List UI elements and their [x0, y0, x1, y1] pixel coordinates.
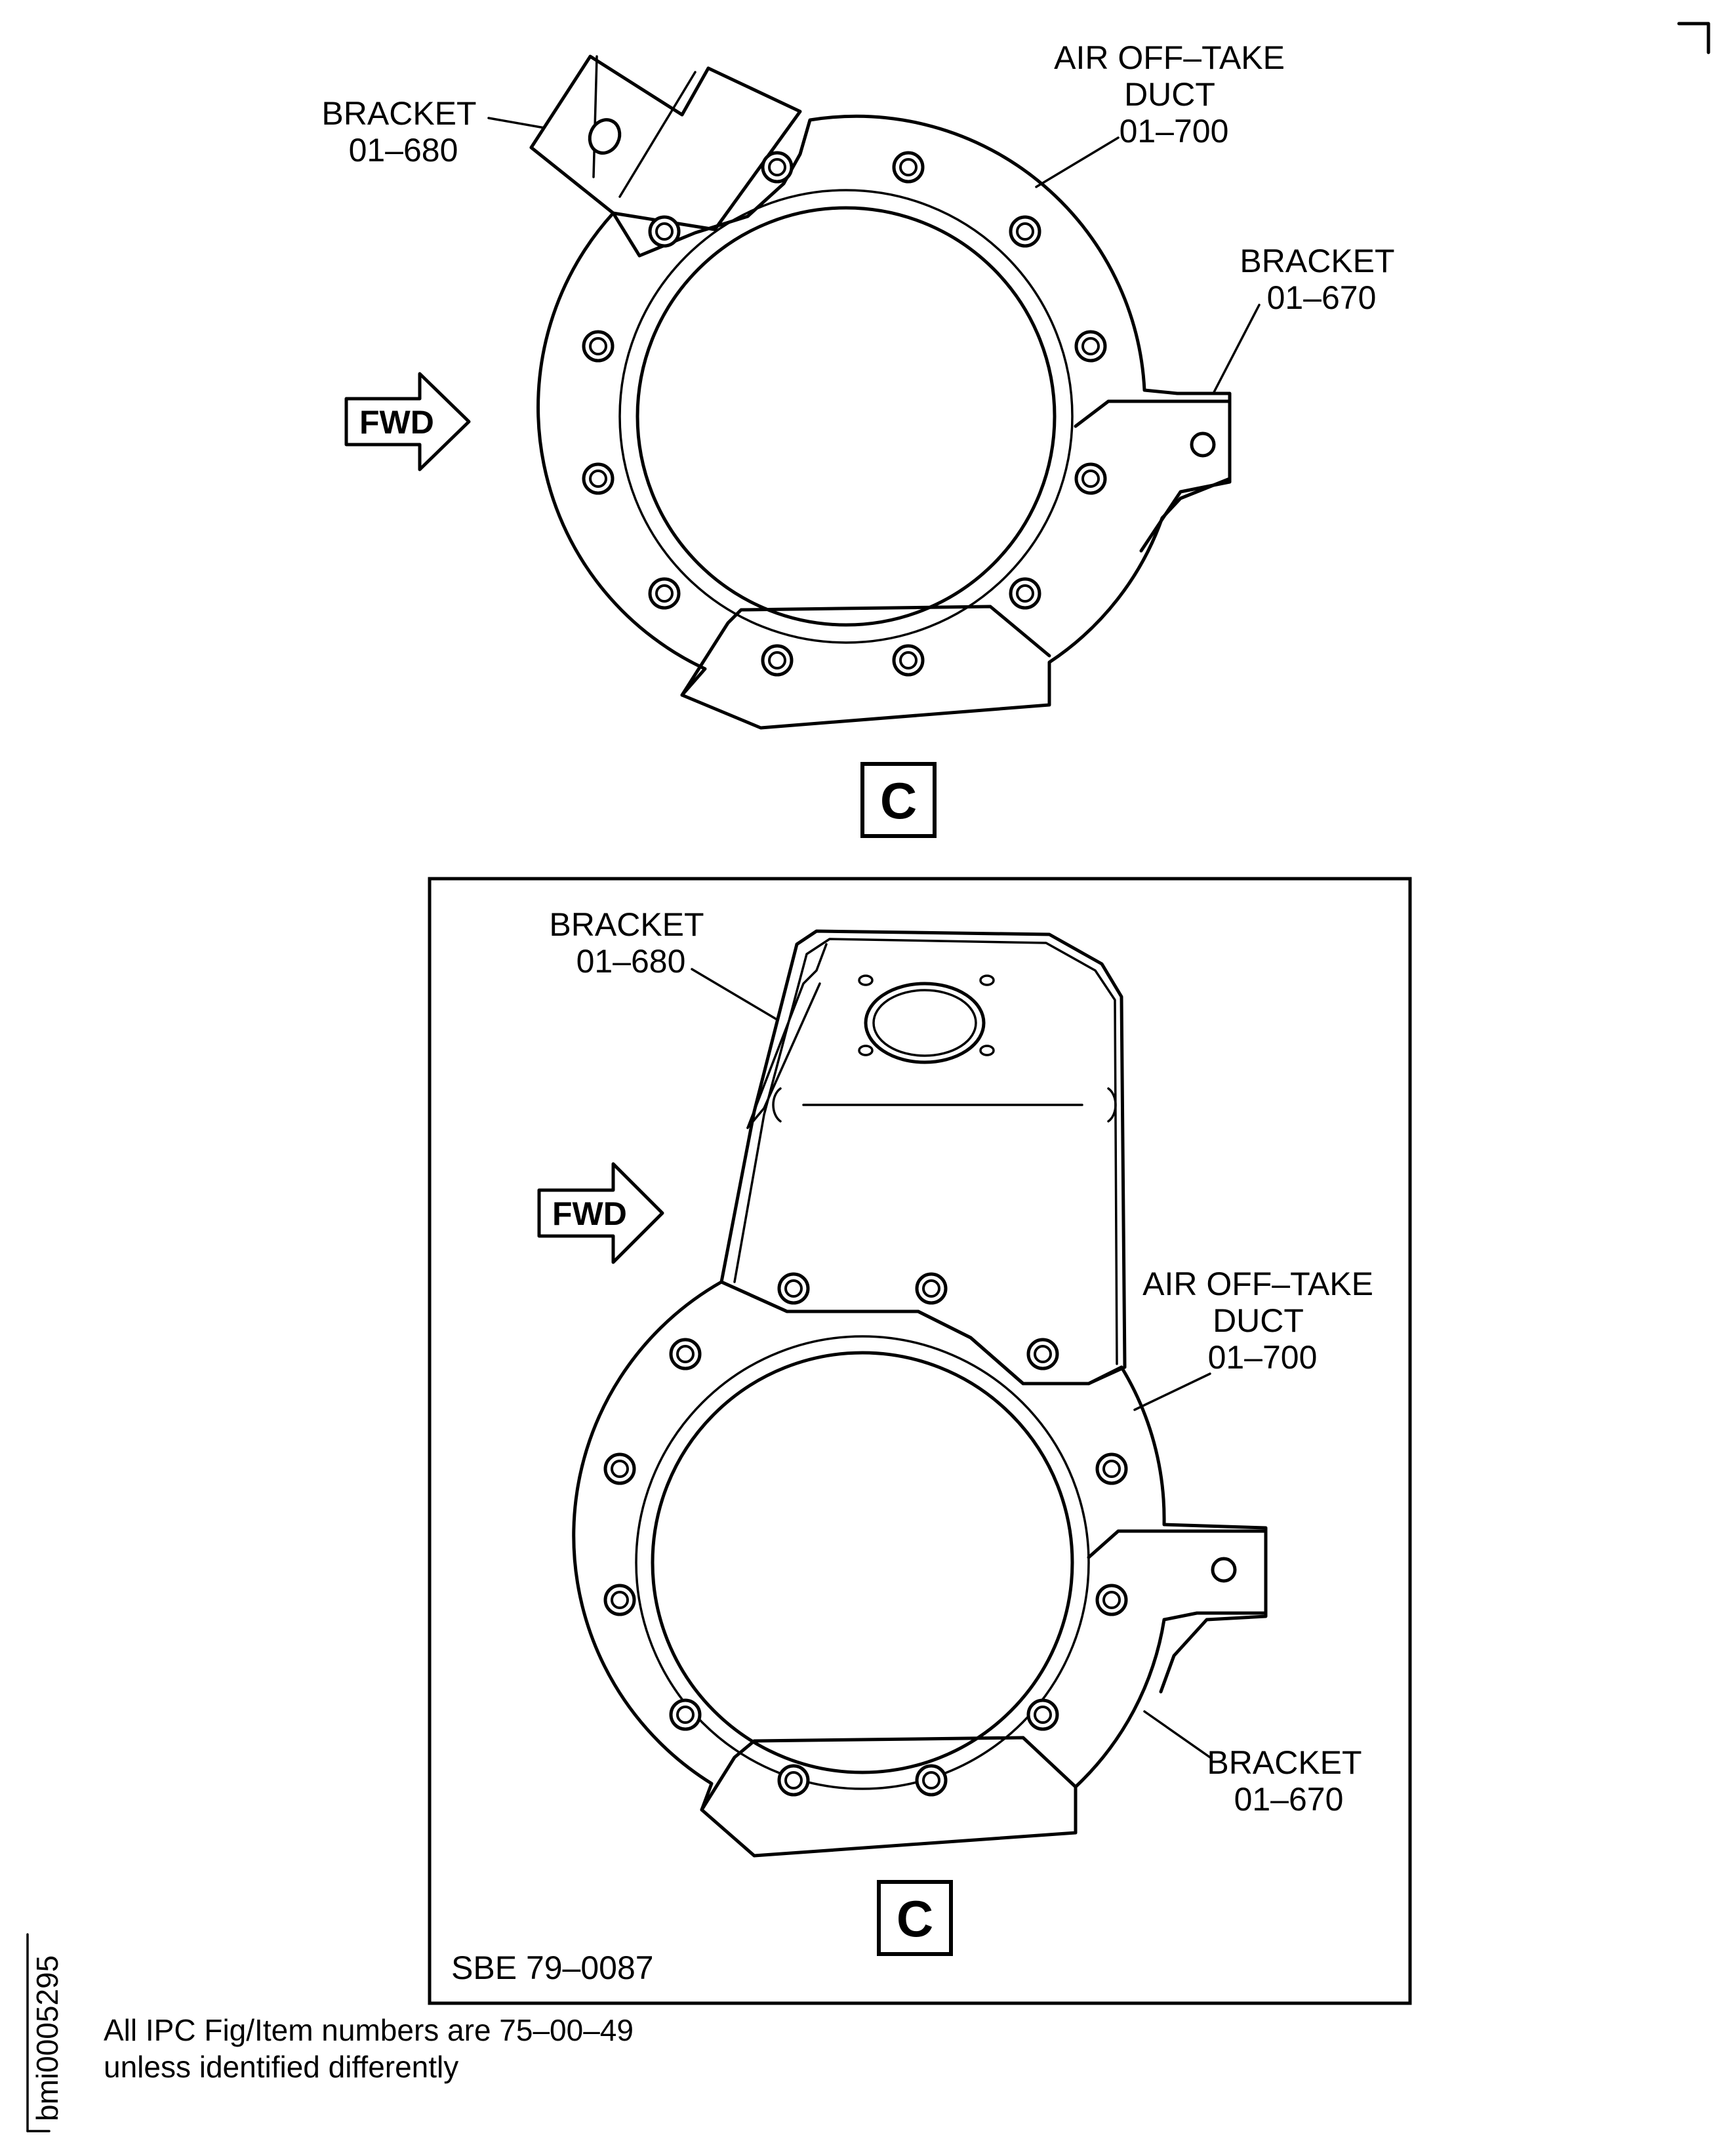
top-view: BRACKET 01–680 AIR OFF–TAKE DUCT 01–700 …	[321, 39, 1403, 838]
svg-text:C: C	[880, 772, 917, 829]
bottom-sbe-note: SBE 79–0087	[451, 1949, 654, 1986]
top-view-letter: C	[860, 762, 937, 838]
top-fwd-label: FWD	[359, 404, 434, 441]
bottom-bolt-holes	[603, 1272, 1128, 1797]
corner-mark	[1677, 22, 1710, 54]
top-label-bracket-680: BRACKET 01–680	[321, 95, 485, 169]
bottom-label-duct-700: AIR OFF–TAKE DUCT 01–700	[1142, 1266, 1383, 1376]
bottom-fwd-arrow-icon: FWD	[537, 1162, 664, 1264]
bottom-duct-flange	[572, 1280, 1268, 1858]
bottom-view-frame	[428, 877, 1412, 2005]
bottom-bottom-tab	[700, 1736, 1078, 1812]
top-duct-flange	[536, 114, 1232, 730]
top-bolt-holes	[582, 151, 1107, 677]
bottom-bracket-670-tab	[1087, 1529, 1268, 1694]
bottom-label-bracket-680: BRACKET 01–680	[549, 906, 712, 980]
top-fwd-arrow-icon: FWD	[344, 372, 471, 471]
top-bracket-680-part	[529, 54, 802, 231]
top-label-bracket-670: BRACKET 01–670	[1240, 243, 1403, 316]
bottom-view: BRACKET 01–680 AIR OFF–TAKE DUCT 01–700 …	[428, 877, 1412, 2005]
top-label-duct-700: AIR OFF–TAKE DUCT 01–700	[1054, 39, 1294, 150]
top-duct-bore	[636, 206, 1057, 627]
svg-text:C: C	[897, 1890, 933, 1947]
svg-text:bmi0005295: bmi0005295	[30, 1955, 64, 2121]
bottom-fwd-label: FWD	[552, 1195, 627, 1232]
figure-id: bmi0005295	[26, 1933, 64, 2132]
ipc-footnote: All IPC Fig/Item numbers are 75–00–49 un…	[104, 2013, 642, 2084]
top-bracket-670-tab	[1074, 399, 1232, 553]
top-bottom-tab	[680, 605, 1051, 697]
bottom-duct-bore	[651, 1351, 1074, 1774]
bottom-label-bracket-670: BRACKET 01–670	[1207, 1744, 1370, 1818]
bottom-view-letter: C	[877, 1880, 953, 1956]
